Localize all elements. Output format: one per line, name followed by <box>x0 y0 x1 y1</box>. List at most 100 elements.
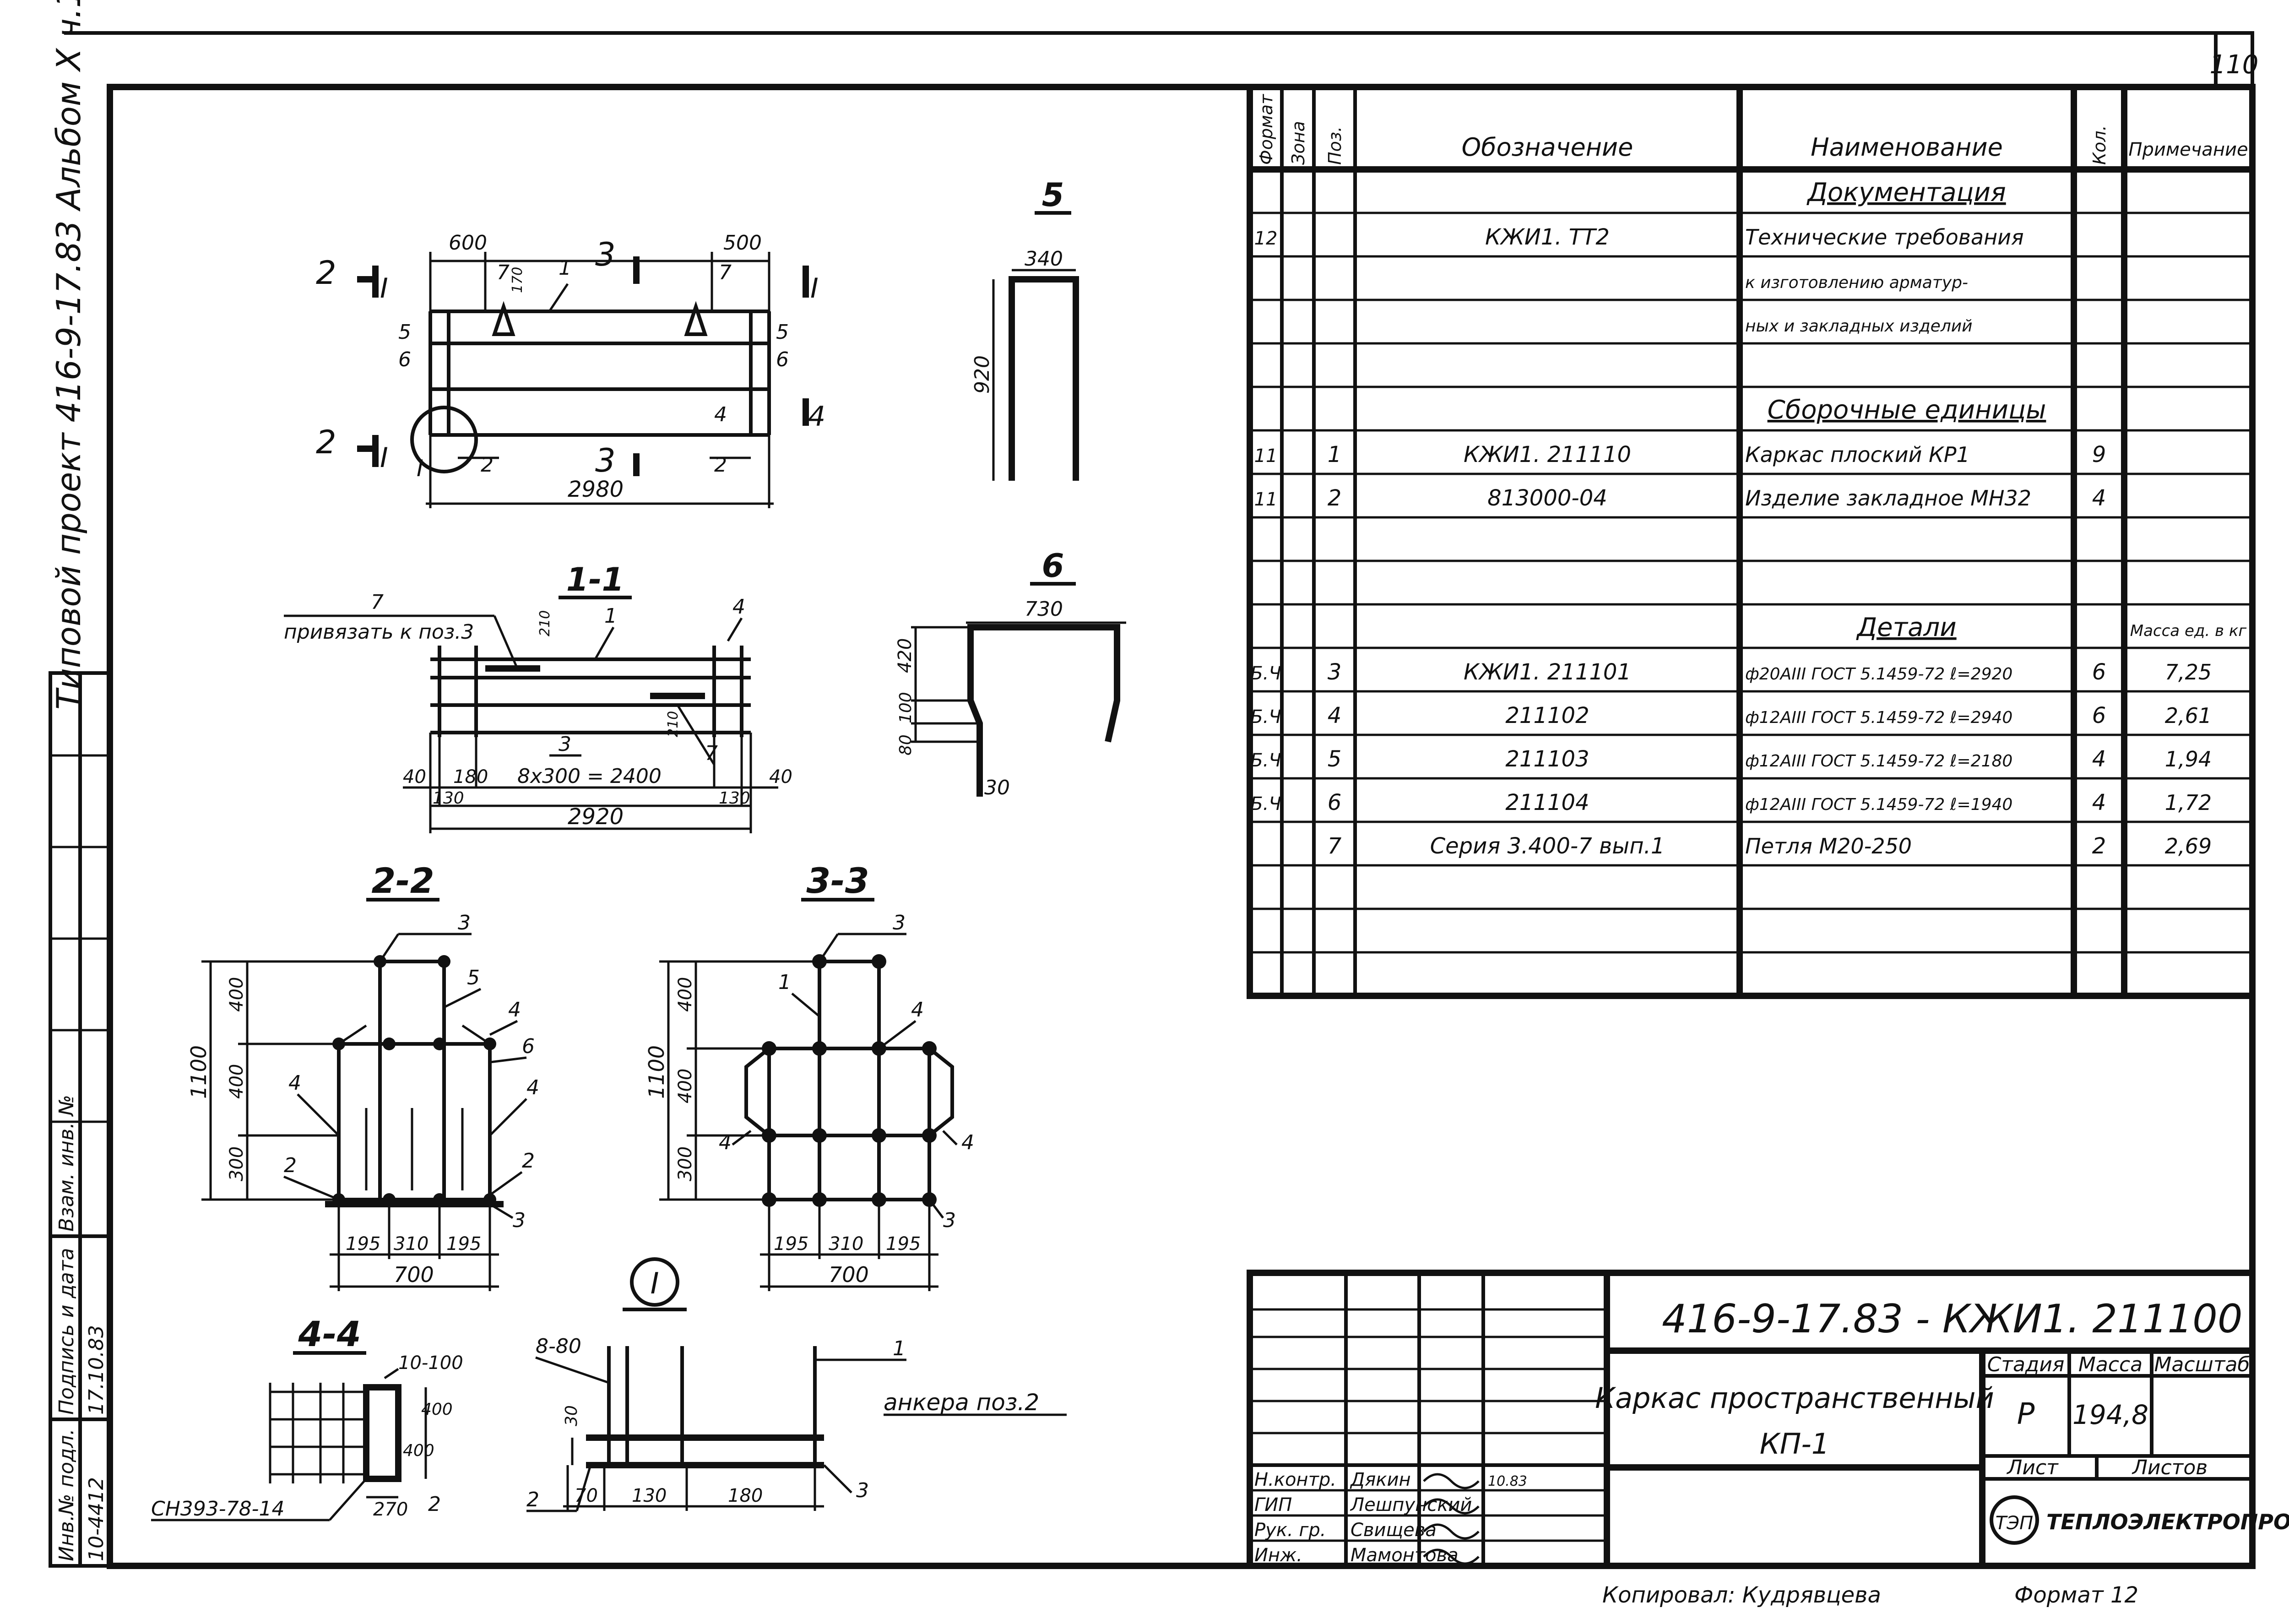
s44-dim-10-100: 10-100 <box>398 1352 463 1374</box>
spec-cell-designation: 211103 <box>1505 746 1589 772</box>
cut-3-bottom: 3 <box>595 442 616 479</box>
spec-cell-name: ф12АIII ГОСТ 5.1459-72 ℓ=2180 <box>1745 752 2012 771</box>
org-name: ТЕПЛОЭЛЕКТРОПРОЕКТ <box>2046 1510 2289 1534</box>
spec-cell-name: Изделие закладное МН32 <box>1745 486 2031 511</box>
plan-dim-600: 600 <box>449 231 487 255</box>
s33-dim-700: 700 <box>829 1262 869 1287</box>
cut-2-top: 2 <box>316 254 336 292</box>
plan-label-1: 1 <box>559 256 571 280</box>
s33-dim-195-a: 195 <box>774 1233 808 1255</box>
s11-dim-130-left: 130 <box>433 789 464 808</box>
s33-dim-400-b: 400 <box>675 1069 696 1103</box>
s11-dim-8x300: 8x300 = 2400 <box>517 765 662 788</box>
s44-title: 4-4 <box>298 1314 361 1354</box>
signature-row: Инж.Мамонтова <box>1254 1545 1480 1566</box>
s22-dim-300: 300 <box>226 1146 247 1181</box>
spec-header-zone: Зона <box>1288 121 1308 165</box>
spec-cell-designation: 813000-04 <box>1487 485 1607 511</box>
s33-dim-195-b: 195 <box>886 1233 921 1255</box>
loop-right-icon <box>684 301 708 336</box>
node-I-label: I <box>417 455 423 482</box>
node-I-marker <box>410 406 478 473</box>
cut-I-bottom-left: I <box>380 442 388 474</box>
signature-row: Рук. гр.Свищева <box>1254 1520 1480 1541</box>
mass-label: Масса <box>2078 1353 2143 1376</box>
signature-role: Инж. <box>1254 1545 1302 1566</box>
spec-cell-designation: КЖИ1. ТТ2 <box>1485 224 1610 250</box>
nodeI-dim-180: 180 <box>728 1485 763 1506</box>
signature-scribble-icon <box>1423 1473 1480 1489</box>
rebar-dot <box>812 1041 827 1056</box>
plan-label-7-right: 7 <box>719 261 732 284</box>
s11-dim-40-right: 40 <box>769 766 792 788</box>
spec-row: ных и закладных изделий <box>1745 317 1973 336</box>
s11-dim-180: 180 <box>453 766 488 788</box>
spec-cell-designation: 211102 <box>1505 703 1589 728</box>
s11-label-3: 3 <box>559 733 571 756</box>
nodeI-label-anchors: анкера поз.2 <box>884 1389 1039 1416</box>
spec-cell-qty: 2 <box>2092 833 2106 859</box>
s22-dim-400-a: 400 <box>226 977 247 1012</box>
spec-row: Документация <box>1806 178 2006 207</box>
nodeI-dim-130: 130 <box>632 1485 667 1506</box>
spec-header-qty: Кол. <box>2089 125 2110 165</box>
spec-cell-designation: КЖИ1. 211101 <box>1464 659 1631 685</box>
spec-cell-name: Сборочные единицы <box>1768 395 2046 425</box>
s44-label-sn: СН393-78-14 <box>151 1497 285 1521</box>
copied-by: Копировал: Кудрявцева <box>1602 1582 1881 1608</box>
rebar-dot <box>812 1128 827 1143</box>
spec-cell-name: Технические требования <box>1745 225 2024 250</box>
spec-row: к изготовлению арматур- <box>1745 273 1968 292</box>
s22-label-3-top: 3 <box>458 911 471 934</box>
s11-dim-2920: 2920 <box>568 804 624 830</box>
signature-role: ГИП <box>1254 1494 1292 1515</box>
spec-cell-qty: 4 <box>2092 790 2106 815</box>
nodeI-dim-8-80: 8-80 <box>536 1335 581 1358</box>
view-5: 5 340 920 <box>971 176 1079 481</box>
spec-header-note: Примечание <box>2128 139 2248 160</box>
s44-plate <box>363 1384 401 1482</box>
s22-label-4-top: 4 <box>508 998 521 1021</box>
spec-cell-name: Документация <box>1806 178 2006 207</box>
signature-scribble-icon <box>1423 1548 1480 1565</box>
s22-label-6: 6 <box>522 1035 535 1058</box>
view5-title: 5 <box>1042 176 1064 214</box>
spec-cell-designation: КЖИ1. 211110 <box>1464 442 1631 467</box>
spec-cell-pos: 2 <box>1328 485 1342 511</box>
org-logo-text: ТЭП <box>1996 1513 2033 1534</box>
plan-label-5-right: 5 <box>776 320 789 344</box>
cut-4: 4 <box>808 401 825 433</box>
s22-label-3-bottom: 3 <box>513 1209 526 1232</box>
spec-cell-qty: 9 <box>2092 442 2106 467</box>
view5-dim-340: 340 <box>1025 247 1063 271</box>
spec-cell-qty: 6 <box>2092 703 2106 728</box>
s22-title: 2-2 <box>371 860 434 901</box>
s33-label-1: 1 <box>778 971 791 994</box>
side-caption: Типовой проект 416-9-17.83 Альбом X ч.1 <box>49 0 88 710</box>
spec-cell-note: 2,69 <box>2165 834 2212 858</box>
org-logo-icon <box>1990 1495 2039 1545</box>
cut-I-top-right: I <box>810 272 819 304</box>
spec-cell-qty: 6 <box>2092 659 2106 685</box>
cut-2-bottom: 2 <box>316 424 336 461</box>
view6-dim-420: 420 <box>895 638 916 673</box>
plan-label-7-left: 7 <box>497 261 510 284</box>
spec-cell-name: ф12АIII ГОСТ 5.1459-72 ℓ=2940 <box>1745 708 2012 727</box>
nodeI-label-1: 1 <box>893 1337 906 1360</box>
s33-label-4-top: 4 <box>911 998 924 1021</box>
plan-dim-500: 500 <box>723 231 762 255</box>
s11-dim-130-right: 130 <box>719 789 750 808</box>
plan-label-6-right: 6 <box>776 348 789 371</box>
s33-dim-1100: 1100 <box>644 1045 669 1099</box>
s22-label-4-right: 4 <box>526 1076 539 1099</box>
spec-header-name: Наименование <box>1811 133 2003 162</box>
